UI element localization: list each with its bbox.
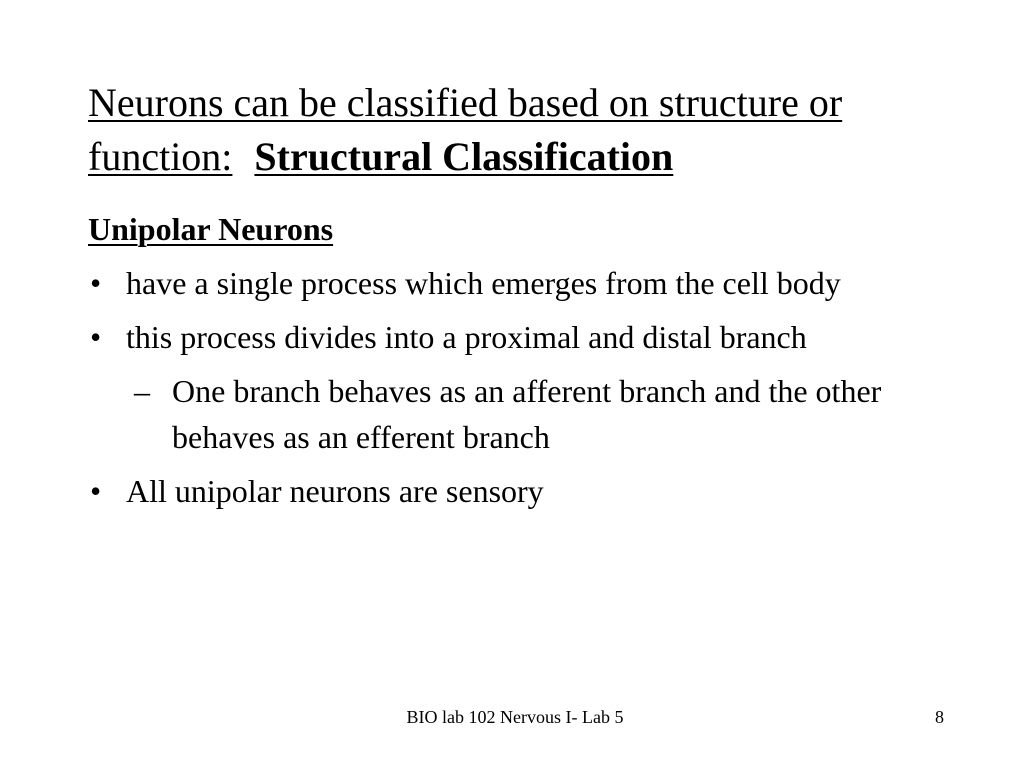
bullet-text: have a single process which emerges from…: [126, 265, 841, 301]
sub-bullet-item: – One branch behaves as an afferent bran…: [88, 368, 968, 460]
bullet-marker: •: [90, 265, 102, 301]
bullet-item: • All unipolar neurons are sensory: [88, 468, 968, 514]
bullet-marker: •: [90, 319, 102, 355]
bullet-text: All unipolar neurons are sensory: [126, 473, 544, 509]
bullet-marker: •: [90, 473, 102, 509]
bullet-item: • this process divides into a proximal a…: [88, 314, 968, 360]
section-heading: Unipolar Neurons: [88, 211, 334, 247]
sub-bullet-marker: –: [134, 373, 150, 409]
title-emphasis: Structural Classification: [254, 134, 674, 179]
bullet-item: • have a single process which emerges fr…: [88, 260, 968, 306]
bullet-text: this process divides into a proximal and…: [126, 319, 807, 355]
title-text: Neurons can be classified based on struc…: [88, 80, 843, 179]
page-number: 8: [935, 707, 944, 727]
slide-body: Unipolar Neurons • have a single process…: [88, 206, 968, 522]
slide-title: Neurons can be classified based on struc…: [88, 76, 948, 184]
footer-text: BIO lab 102 Nervous I- Lab 5: [406, 707, 624, 727]
sub-bullet-text: One branch behaves as an afferent branch…: [172, 373, 882, 455]
